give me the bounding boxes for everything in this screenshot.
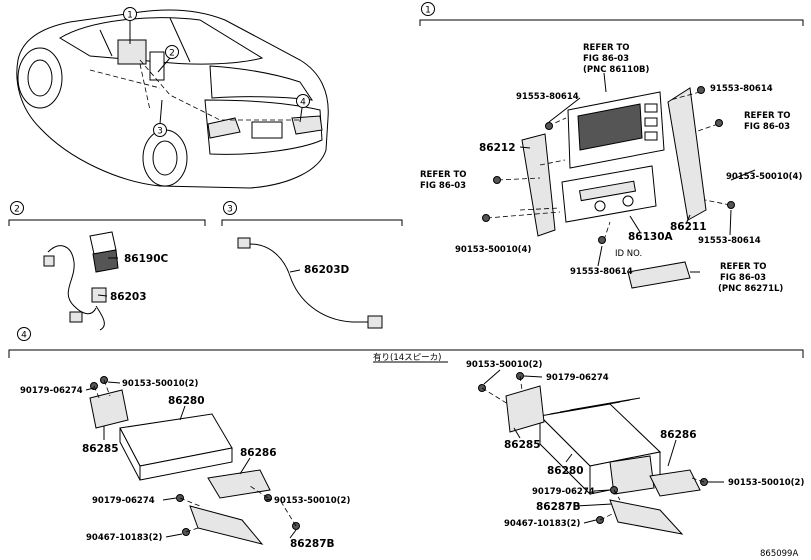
bracket-86211 bbox=[667, 87, 707, 221]
bolt-label-bottom-right: 91553-80614 bbox=[698, 236, 761, 246]
refer-left-fig: FIG 86-03 bbox=[420, 181, 466, 191]
section-3-number: 3 bbox=[227, 205, 233, 215]
car-callout-2: 2 bbox=[169, 49, 175, 59]
car-callout-3: 3 bbox=[157, 127, 163, 137]
bracket-86286-left bbox=[207, 469, 271, 499]
harness-label: 86203 bbox=[110, 291, 147, 303]
bolt-label-top-left: 91553-80614 bbox=[516, 92, 579, 102]
section-3: 3 86203D bbox=[221, 201, 403, 329]
car-illustration: 1 2 3 4 bbox=[16, 7, 329, 189]
refer-top-fig: FIG 86-03 bbox=[583, 54, 629, 64]
section-4-number: 4 bbox=[21, 331, 27, 341]
left-clip-label: 90179-06274 bbox=[20, 386, 83, 396]
right-nut-label: 90467-10183(2) bbox=[504, 519, 580, 529]
car-callout-4: 4 bbox=[300, 98, 306, 108]
refer-top-label: REFER TO bbox=[583, 43, 630, 53]
right-bracket-86286-label: 86286 bbox=[660, 429, 697, 441]
bracket-left-label: 86212 bbox=[479, 142, 516, 154]
right-screw-top-label: 90153-50010(2) bbox=[466, 360, 542, 370]
left-clip2-label: 90179-06274 bbox=[92, 496, 155, 506]
left-screw-top-label: 90153-50010(2) bbox=[122, 379, 198, 389]
car-callout-1: 1 bbox=[127, 11, 133, 21]
section-4: 4 有り(14スピーカ) 90179-06274 90153-50010 bbox=[8, 327, 804, 550]
right-screw-bottom-label: 90153-50010(2) bbox=[728, 478, 804, 488]
right-bracket-86287b-label: 86287B bbox=[536, 501, 581, 513]
refer-bottom-right-pnc: (PNC 86271L) bbox=[718, 284, 783, 294]
section-1: 1 bbox=[419, 2, 804, 294]
refer-bottom-right-label: REFER TO bbox=[720, 262, 767, 272]
bracket-86287b-left bbox=[189, 505, 264, 545]
section-2-number: 2 bbox=[14, 205, 20, 215]
cable-label: 86203D bbox=[304, 264, 350, 276]
option-note: 有り(14スピーカ) bbox=[373, 352, 441, 363]
bolt-label-bottom-center: 91553-80614 bbox=[570, 267, 633, 277]
bracket-86285-right bbox=[505, 385, 545, 433]
left-bracket-86287b-label: 86287B bbox=[290, 538, 335, 550]
bracket-86212 bbox=[521, 133, 556, 237]
screw-label-right: 90153-50010(4) bbox=[726, 172, 802, 182]
refer-bottom-right-fig: FIG 86-03 bbox=[720, 273, 766, 283]
right-clip2-label: 90179-06274 bbox=[532, 487, 595, 497]
id-no-label: ID NO. bbox=[615, 249, 642, 259]
section-1-number: 1 bbox=[425, 6, 431, 16]
left-bracket-86286-label: 86286 bbox=[240, 447, 277, 459]
left-amp-label: 86280 bbox=[168, 395, 205, 407]
bolt-label-top-right: 91553-80614 bbox=[710, 84, 773, 94]
switch-86190c bbox=[92, 249, 119, 273]
head-unit-label: 86130A bbox=[628, 231, 674, 243]
left-nut-label: 90467-10183(2) bbox=[86, 533, 162, 543]
right-bracket-86285-label: 86285 bbox=[504, 439, 541, 451]
right-amp-label: 86280 bbox=[547, 465, 584, 477]
bracket-86285-left bbox=[89, 389, 129, 429]
section-2: 2 86190C 86203 bbox=[8, 201, 206, 331]
bracket-86286-right bbox=[649, 469, 701, 497]
refer-top-pnc: (PNC 86110B) bbox=[583, 65, 649, 75]
bracket-right-label: 86211 bbox=[670, 221, 707, 233]
diagram-code: 865099A bbox=[760, 549, 798, 559]
refer-right-fig: FIG 86-03 bbox=[744, 122, 790, 132]
connector-86271l bbox=[627, 261, 691, 289]
left-bracket-86285-label: 86285 bbox=[82, 443, 119, 455]
screw-label-left: 90153-50010(4) bbox=[455, 245, 531, 255]
refer-left-label: REFER TO bbox=[420, 170, 467, 180]
left-screw-bottom-label: 90153-50010(2) bbox=[274, 496, 350, 506]
refer-right-label: REFER TO bbox=[744, 111, 791, 121]
switch-label: 86190C bbox=[124, 253, 169, 265]
bracket-86287b-right bbox=[609, 499, 684, 535]
right-clip-label: 90179-06274 bbox=[546, 373, 609, 383]
